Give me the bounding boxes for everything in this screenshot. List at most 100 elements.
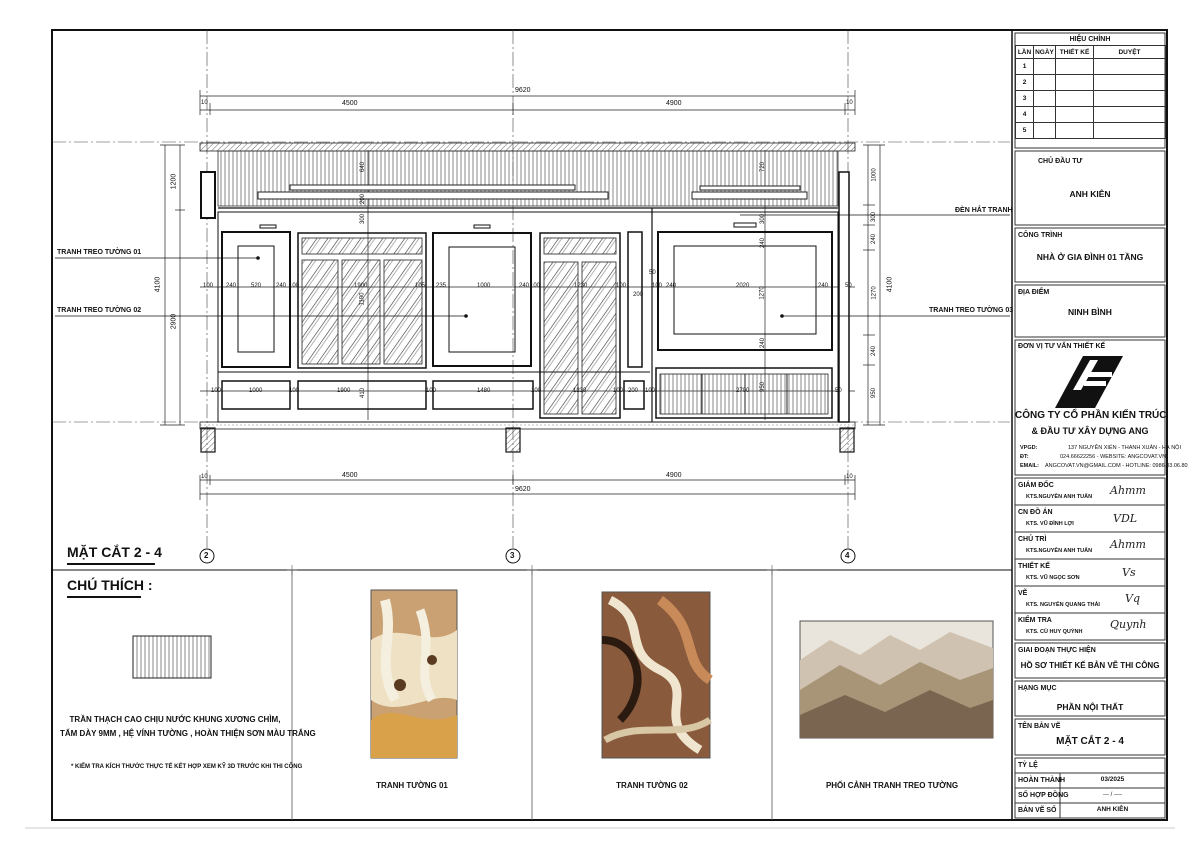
dim-right-seg: 240 (871, 345, 878, 357)
dim-horiz: 100 (531, 388, 542, 394)
company-name-line1: CÔNG TY CỔ PHẦN KIẾN TRÚC (1015, 410, 1167, 421)
rev-header: THIẾT KẾ (1055, 45, 1094, 59)
dim-right-seg: 950 (871, 387, 878, 399)
dim-vert: 240 (760, 237, 767, 249)
grid-bubble-2 (199, 548, 215, 564)
dim-vert: 240 (760, 337, 767, 349)
project-label: CÔNG TRÌNH (1018, 232, 1063, 239)
category-value: PHẦN NỘI THẤT (1056, 702, 1124, 712)
dim-horiz: 1000 (249, 388, 263, 394)
title-block-lines (1014, 32, 1166, 819)
legend-note: * KIỂM TRA KÍCH THƯỚC THỰC TẾ KẾT HỢP XE… (71, 764, 303, 770)
image3-caption: PHỐI CẢNH TRANH TREO TƯỜNG (825, 781, 959, 790)
company-vpgd-label: VPGD: (1020, 445, 1038, 451)
dim-right-seg: 240 (871, 233, 878, 245)
dim-horiz: 100 (289, 283, 300, 289)
floor-slab (199, 421, 856, 430)
dim-horiz: 100 (616, 283, 627, 289)
category-label: HẠNG MỤC (1018, 685, 1057, 692)
project-value: NHÀ Ở GIA ĐÌNH 01 TẦNG (1036, 252, 1144, 262)
dim-vert: 640 (360, 161, 367, 173)
glass-doors (297, 232, 621, 419)
drafter-name: KTS. NGUYỄN QUANG THÁI (1026, 602, 1100, 608)
dim-top-left: 4500 (342, 100, 358, 107)
dim-horiz: 100 (426, 388, 437, 394)
section-title-underline (67, 563, 155, 565)
leader-lines (55, 214, 1010, 317)
sheet-no-value: ANH KIÊN (1096, 806, 1129, 813)
dim-vert: 200 (360, 193, 367, 205)
rev-row-no: 1 (1015, 58, 1034, 75)
dim-bottom-right: 4900 (666, 472, 682, 479)
dim-top-end-left: 10 (201, 100, 208, 106)
completed-label: HOÀN THÀNH (1018, 777, 1066, 784)
lead-label: CHỦ TRÌ (1018, 536, 1047, 543)
dim-horiz: 100 (645, 388, 656, 394)
dim-top-total: 9620 (515, 87, 531, 94)
company-email: ANGCOVAT.VN@GMAIL.COM - HOTLINE: 0986.03… (1045, 463, 1188, 469)
company-address: 137 NGUYỄN XIỂN - THANH XUÂN - HÀ NỘI (1068, 445, 1181, 451)
grid-bubble-4 (840, 548, 856, 564)
pm-name: KTS. VŨ ĐÌNH LỢI (1026, 521, 1074, 527)
dim-bottom-end-right: 10 (846, 474, 853, 480)
dim-vert: 1190 (359, 292, 366, 306)
sheet-no-label: BẢN VẼ SỐ (1018, 807, 1057, 814)
dim-horiz: 240 (276, 283, 287, 289)
dim-bottom-end-left: 10 (201, 474, 208, 480)
location-label: ĐỊA ĐIỂM (1018, 289, 1050, 296)
sheet-border (51, 29, 1168, 821)
revision-table: LẦN NGÀY THIẾT KẾ DUYỆT 1 2 3 4 5 (1015, 45, 1166, 139)
dim-horiz: 240 (519, 283, 530, 289)
dim-horiz: 2020 (736, 283, 750, 289)
pm-label: CN ĐỒ ÁN (1018, 509, 1053, 516)
dim-horiz: 1900 (354, 283, 368, 289)
image2-caption: TRANH TƯỜNG 02 (616, 781, 688, 790)
painting-abstract-image (601, 591, 714, 759)
company-dt-label: ĐT: (1020, 454, 1029, 460)
dim-left-total: 4100 (154, 276, 162, 293)
dim-right-total: 4100 (886, 276, 894, 293)
director-signature: Ahmm (1110, 484, 1146, 497)
rev-header: LẦN (1015, 45, 1034, 59)
dim-horiz: 1230 (573, 388, 587, 394)
legend-desc-line1: TRẦN THẠCH CAO CHỊU NƯỚC KHUNG XƯƠNG CHÌ… (69, 715, 281, 724)
legend-title: CHÚ THÍCH : (67, 577, 153, 593)
dim-horiz: 50 (649, 270, 656, 276)
checker-label: KIỂM TRA (1018, 617, 1052, 624)
consultant-label: ĐƠN VỊ TƯ VẤN THIẾT KẾ (1018, 343, 1106, 350)
dim-horiz: 1900 (337, 388, 351, 394)
company-email-label: EMAIL: (1020, 463, 1039, 469)
dim-horiz: 1000 (477, 283, 491, 289)
dim-horiz: 50 (845, 283, 852, 289)
dim-vert: 1270 (759, 286, 766, 300)
lead-name: KTS.NGUYỄN ANH TUẤN (1026, 548, 1093, 554)
contract-label: SỐ HỢP ĐỒNG (1018, 792, 1069, 799)
dim-vert: 300 (360, 213, 367, 225)
revision-title: HIỆU CHỈNH (1069, 36, 1111, 43)
grid-label-3: 3 (510, 551, 515, 560)
label-tranh-02: TRANH TREO TƯỜNG 02 (57, 307, 142, 314)
dim-horiz: 520 (251, 283, 262, 289)
label-tranh-03: TRANH TREO TƯỜNG 03 (929, 307, 1014, 314)
company-logo (1055, 356, 1123, 408)
dim-vert: 950 (760, 381, 767, 393)
ceiling-legend-swatch (132, 635, 212, 679)
drafter-label: VẼ (1018, 590, 1028, 597)
grid-label-4: 4 (845, 551, 850, 560)
dim-vert: 720 (760, 161, 767, 173)
dim-horiz: 2700 (736, 388, 750, 394)
company-name-line2: & ĐẦU TƯ XÂY DỰNG ANG (1031, 426, 1149, 436)
pm-signature: VDL (1113, 512, 1138, 525)
legend-desc-line2: TẤM DÀY 9MM , HỆ VÍNH TƯỜNG , HOÀN THIỆN… (60, 729, 316, 738)
dim-left-upper: 1200 (170, 173, 178, 190)
lead-signature: Ahmm (1110, 538, 1146, 551)
section-title: MẶT CẮT 2 - 4 (67, 544, 162, 560)
image1-caption: TRANH TƯỜNG 01 (376, 781, 448, 790)
dim-horiz: 240 (818, 283, 829, 289)
label-den-hat-tranh: ĐÈN HẮT TRANH (955, 207, 1013, 214)
designer-signature: Vs (1122, 566, 1136, 579)
rev-row-no: 5 (1015, 122, 1034, 139)
company-phone: 024.66622256 - WEBSITE: ANGCOVAT.VN (1060, 454, 1167, 460)
dim-horiz: 100 (530, 283, 541, 289)
